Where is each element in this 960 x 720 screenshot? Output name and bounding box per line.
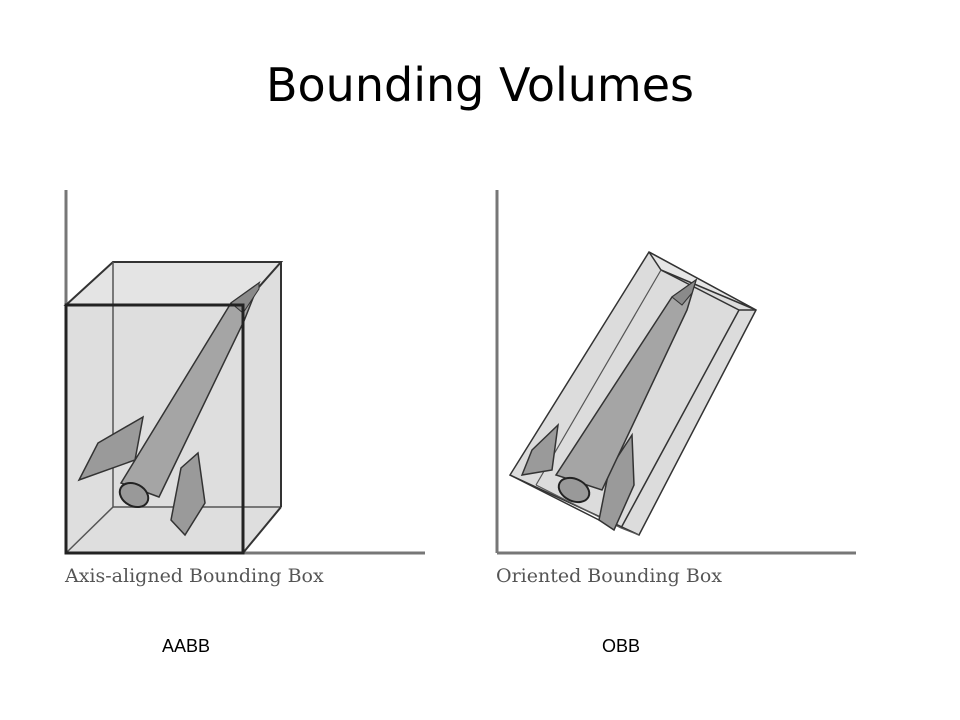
aabb-right-diag-edge (242, 506, 282, 554)
obb-label: OBB (602, 636, 641, 656)
slide-title: Bounding Volumes (265, 58, 694, 112)
obb-figure: Oriented Bounding Box (494, 185, 859, 600)
aabb-figure: Axis-aligned Bounding Box (63, 185, 428, 600)
aabb-back-diag-edge (65, 506, 114, 554)
aabb-diagram (63, 190, 425, 555)
aabb-caption: Axis-aligned Bounding Box (65, 565, 324, 587)
obb-caption: Oriented Bounding Box (496, 565, 722, 587)
aabb-label: AABB (162, 636, 211, 656)
aabb-front-face (64, 303, 245, 555)
rocket-icon (77, 280, 261, 537)
obb-diagram (495, 190, 856, 555)
rocket-icon (520, 278, 698, 532)
